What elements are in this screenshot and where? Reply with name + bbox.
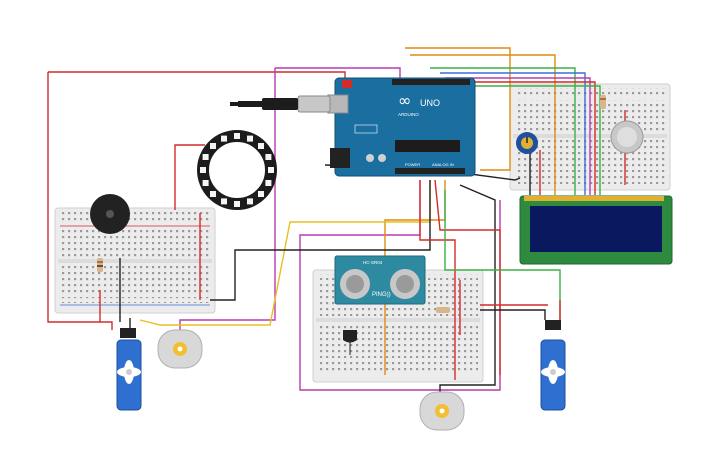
neopixel-led	[258, 143, 264, 149]
neopixel-led	[247, 198, 253, 205]
servo-left	[116, 328, 142, 411]
dc-motor-bottom	[419, 391, 465, 431]
temperature-sensor	[343, 330, 357, 355]
neopixel-ring	[197, 130, 277, 210]
wires	[47, 47, 626, 395]
arduino-analog-label: ANALOG IN	[432, 162, 454, 167]
lcd-display	[519, 195, 673, 265]
arduino-logo-icon: ∞	[398, 91, 411, 110]
arduino-model-label: UNO	[420, 98, 440, 108]
neopixel-led	[210, 191, 216, 197]
neopixel-led	[265, 154, 272, 160]
gas-sensor	[610, 120, 644, 154]
neopixel-led	[221, 135, 227, 142]
usb-cable	[230, 95, 331, 113]
neopixel-led	[200, 167, 206, 173]
neopixel-led	[268, 167, 274, 173]
neopixel-led	[210, 143, 216, 149]
piezo-buzzer	[90, 194, 130, 234]
arduino-uno-board: ∞ UNO ARDUINO POWER ANALOG IN	[327, 77, 476, 177]
neopixel-led	[265, 180, 272, 186]
servo-right	[540, 320, 566, 411]
neopixel-led	[202, 154, 209, 160]
resistor-middle	[436, 307, 450, 313]
ultrasonic-ping-label: PING))	[372, 292, 391, 298]
neopixel-led	[258, 191, 264, 197]
neopixel-led	[234, 133, 240, 139]
ultrasonic-sensor: HC-SR04 PING))	[334, 255, 426, 305]
neopixel-led	[221, 198, 227, 205]
neopixel-led	[247, 135, 253, 142]
neopixel-led	[202, 180, 209, 186]
potentiometer	[516, 132, 538, 154]
arduino-power-label: POWER	[405, 162, 420, 167]
dc-motor-left	[157, 329, 203, 369]
resistor-left	[97, 258, 103, 272]
resistor-right	[600, 95, 606, 109]
ultrasonic-model-label: HC-SR04	[363, 260, 383, 265]
neopixel-led	[234, 201, 240, 207]
arduino-brand-label: ARDUINO	[398, 112, 419, 117]
breadboard-left	[54, 207, 216, 314]
